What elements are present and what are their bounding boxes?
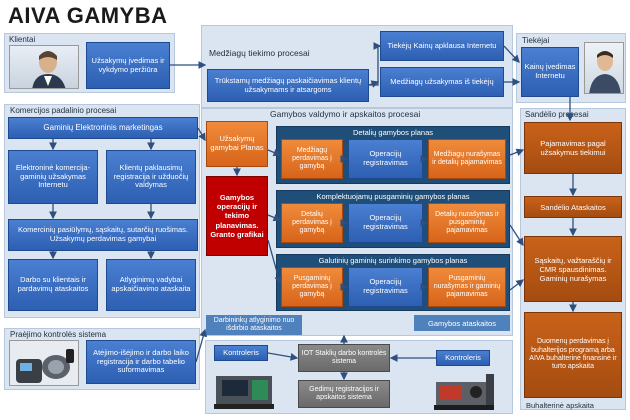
production-title: Gamybos valdymo ir apskaitos procesai (270, 109, 421, 119)
final-plan-title: Galutinių gaminių surinkimo gamybos plan… (318, 256, 468, 265)
machine-right-icon (432, 368, 496, 410)
ecommerce-box[interactable]: Elektroninė komercija- gaminių užsakymas… (8, 150, 98, 204)
client-photo (9, 45, 79, 89)
controller-right-box[interactable]: Kontroleris (436, 350, 490, 366)
marketing-box[interactable]: Gaminių Elektroninis marketingas (8, 117, 198, 139)
material-orders-box[interactable]: Medžiagų užsakymas iš tiekėjų (380, 67, 504, 97)
material-shortage-box[interactable]: Trūkstamų medžiagų paskaičiavimas klient… (207, 69, 369, 102)
clients-label: Klientai (9, 35, 36, 44)
gantt-box[interactable]: Gamybos operacijų ir tekimo planavimas. … (206, 176, 268, 256)
semi-c3-box[interactable]: Detalių nurašymas ir pusgaminių pajamavi… (428, 203, 506, 243)
client-orders-box[interactable]: Užsakymų įvedimas ir vykdymo peržiūra (86, 42, 170, 89)
order-plan-box[interactable]: Užsakymų gamybai Planas (206, 121, 268, 167)
detail-c3-box[interactable]: Medžiagų nurašymas ir detalių pajamavima… (428, 139, 506, 179)
person-icon (32, 51, 66, 88)
suppliers-label: Tiekėjai (522, 36, 550, 45)
accounting-label: Buhalterinė apskaita (526, 401, 594, 410)
commerce-title: Komercijos padalinio procesai (10, 106, 117, 115)
worker-pay-box[interactable]: Darbininkų atlyginimo nuo išdirbio atask… (206, 315, 302, 335)
invoices-box[interactable]: Sąskaitų, važtaraščių ir CMR spausdinima… (524, 236, 622, 302)
supplier-prices-box[interactable]: Kainų įvedimas Internetu (521, 47, 579, 97)
supplier-photo (584, 42, 624, 94)
final-c3-box[interactable]: Pusgaminių nurašymas ir gaminių pajamavi… (428, 267, 506, 307)
commercial-docs-box[interactable]: Komercinių pasiūlymų, sąskaitų, sutarčių… (8, 219, 198, 251)
final-c2-box[interactable]: Operacijų registravimas (348, 267, 423, 307)
semi-c2-box[interactable]: Operacijų registravimas (348, 203, 423, 243)
attendance-box[interactable]: Atėjimo-išėjimo ir darbo laiko registrac… (86, 340, 196, 384)
materials-title: Medžiagų tiekimo procesai (209, 48, 310, 58)
failures-box[interactable]: Gedimų registracijos ir apskaitos sistem… (298, 380, 390, 408)
page-title: AIVA GAMYBA (8, 3, 168, 28)
person-icon (589, 51, 621, 93)
turnstile-photo (9, 340, 79, 386)
semi-plan-title: Komplektuojamų pusgaminių gamybos planas (316, 192, 470, 201)
client-reports-box[interactable]: Darbo su klientais ir pardavimų ataskait… (8, 259, 98, 311)
control-title: Praėjimo kontrolės sistema (10, 330, 107, 339)
turnstile-icon (16, 349, 74, 383)
payments-box[interactable]: Atlyginimų vadybai apskaičiavimo ataskai… (106, 259, 196, 311)
inquiries-box[interactable]: Klientų paklausimų registracija ir užduo… (106, 150, 196, 204)
controller-left-box[interactable]: Kontroleris (214, 345, 268, 361)
receipt-box[interactable]: Pajamavimas pagal užsakymus tiekimui (524, 122, 622, 174)
detail-c1-box[interactable]: Medžiagų perdavimas į gamybą (281, 139, 343, 179)
price-survey-box[interactable]: Tiekėjų Kainų apklausa Internetu (380, 31, 504, 61)
accounting-transfer-box[interactable]: Duomenų perdavimas į buhalterijos progra… (524, 312, 622, 398)
machine-left-icon (212, 366, 276, 410)
detail-plan-title: Detalių gamybos planas (352, 128, 434, 137)
iot-system-box[interactable]: IOT Staklių darbo kontrolės sistema (298, 344, 390, 372)
warehouse-title: Sandėlio procesai (525, 110, 589, 119)
final-c1-box[interactable]: Pusgaminių perdavimas į gamybą (281, 267, 343, 307)
warehouse-reports-box[interactable]: Sandėlio Ataskaitos (524, 196, 622, 218)
production-reports-box[interactable]: Gamybos ataskaitos (414, 315, 510, 331)
